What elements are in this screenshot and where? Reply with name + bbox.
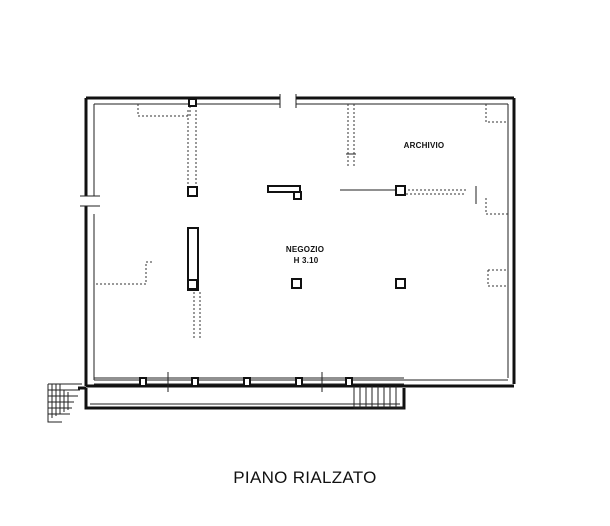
room-label-archive: ARCHIVIO (404, 141, 445, 150)
interior-partitions (96, 104, 508, 340)
columns (187, 98, 406, 291)
storefront (84, 372, 406, 410)
room-height-label: H 3.10 (294, 256, 319, 265)
entrance-stairs (47, 383, 86, 423)
room-label-shop: NEGOZIO (286, 245, 324, 254)
floor-title: PIANO RIALZATO (233, 468, 377, 487)
rear-stairs (353, 386, 404, 409)
outer-walls (80, 94, 516, 388)
